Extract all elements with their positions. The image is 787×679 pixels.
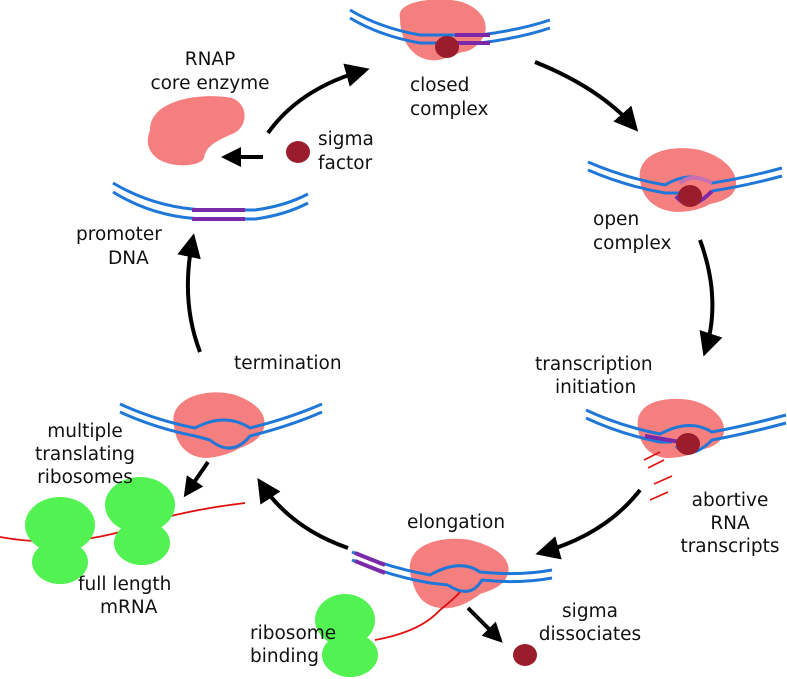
cycle-arrows bbox=[177, 60, 723, 560]
label-elongation: elongation bbox=[407, 512, 505, 533]
labels: RNAP core enzyme sigma factor promoter D… bbox=[35, 49, 780, 667]
label-fulllength-line2: mRNA bbox=[100, 597, 158, 618]
label-abortive-line3: transcripts bbox=[680, 536, 779, 557]
ribosome-binding bbox=[315, 594, 378, 677]
translating-ribosome-2 bbox=[105, 477, 175, 565]
arrow-to-initiation bbox=[698, 239, 723, 357]
sigma-factor-dissociated bbox=[513, 644, 537, 666]
label-multiple-line2: translating bbox=[35, 444, 135, 465]
arrow-to-promoter bbox=[177, 233, 202, 353]
translating-ribosome-1 bbox=[25, 497, 95, 584]
label-init-line1: transcription bbox=[535, 354, 653, 375]
arrow-to-ribosomes bbox=[183, 460, 210, 498]
label-open-line1: open bbox=[593, 209, 639, 230]
label-sigma-dissociates-line2: dissociates bbox=[539, 624, 641, 645]
label-ribosome-binding-line1: ribosome bbox=[250, 623, 336, 644]
open-complex bbox=[587, 148, 783, 212]
label-core-line2: core enzyme bbox=[150, 73, 269, 94]
label-closed-line1: closed bbox=[410, 75, 469, 96]
label-core-line1: RNAP bbox=[185, 49, 236, 70]
label-fulllength-line1: full length bbox=[78, 574, 171, 595]
arrow-to-closed-complex bbox=[266, 63, 370, 135]
arrow-sigma-dissociates bbox=[466, 606, 503, 643]
abortive-rna-transcripts bbox=[643, 451, 673, 501]
arrow-to-open-complex bbox=[534, 60, 639, 132]
label-init-line2: initiation bbox=[555, 377, 636, 398]
elongation-complex bbox=[351, 538, 553, 641]
label-open-line2: complex bbox=[593, 233, 671, 254]
initiation-complex bbox=[585, 398, 787, 458]
rnap-core-enzyme bbox=[147, 96, 245, 166]
label-sigma-line1: sigma bbox=[318, 129, 374, 150]
label-sigma-line2: factor bbox=[318, 153, 373, 174]
arrow-to-termination bbox=[257, 477, 349, 550]
promoter-dna bbox=[112, 181, 309, 221]
label-termination: termination bbox=[234, 353, 342, 374]
sigma-factor-free bbox=[286, 141, 310, 163]
label-promoter-line1: promoter bbox=[76, 224, 162, 245]
label-sigma-dissociates-line1: sigma bbox=[562, 601, 618, 622]
label-promoter-line2: DNA bbox=[108, 248, 149, 269]
label-ribosome-binding-line2: binding bbox=[250, 646, 319, 667]
label-multiple-line1: multiple bbox=[47, 421, 123, 442]
termination-complex bbox=[119, 392, 323, 458]
closed-complex bbox=[349, 0, 551, 61]
label-abortive-line2: RNA bbox=[710, 513, 750, 534]
label-closed-line2: complex bbox=[410, 99, 488, 120]
arrow-to-elongation bbox=[535, 488, 642, 560]
label-multiple-line3: ribosomes bbox=[37, 467, 133, 488]
label-abortive-line1: abortive bbox=[692, 490, 769, 511]
